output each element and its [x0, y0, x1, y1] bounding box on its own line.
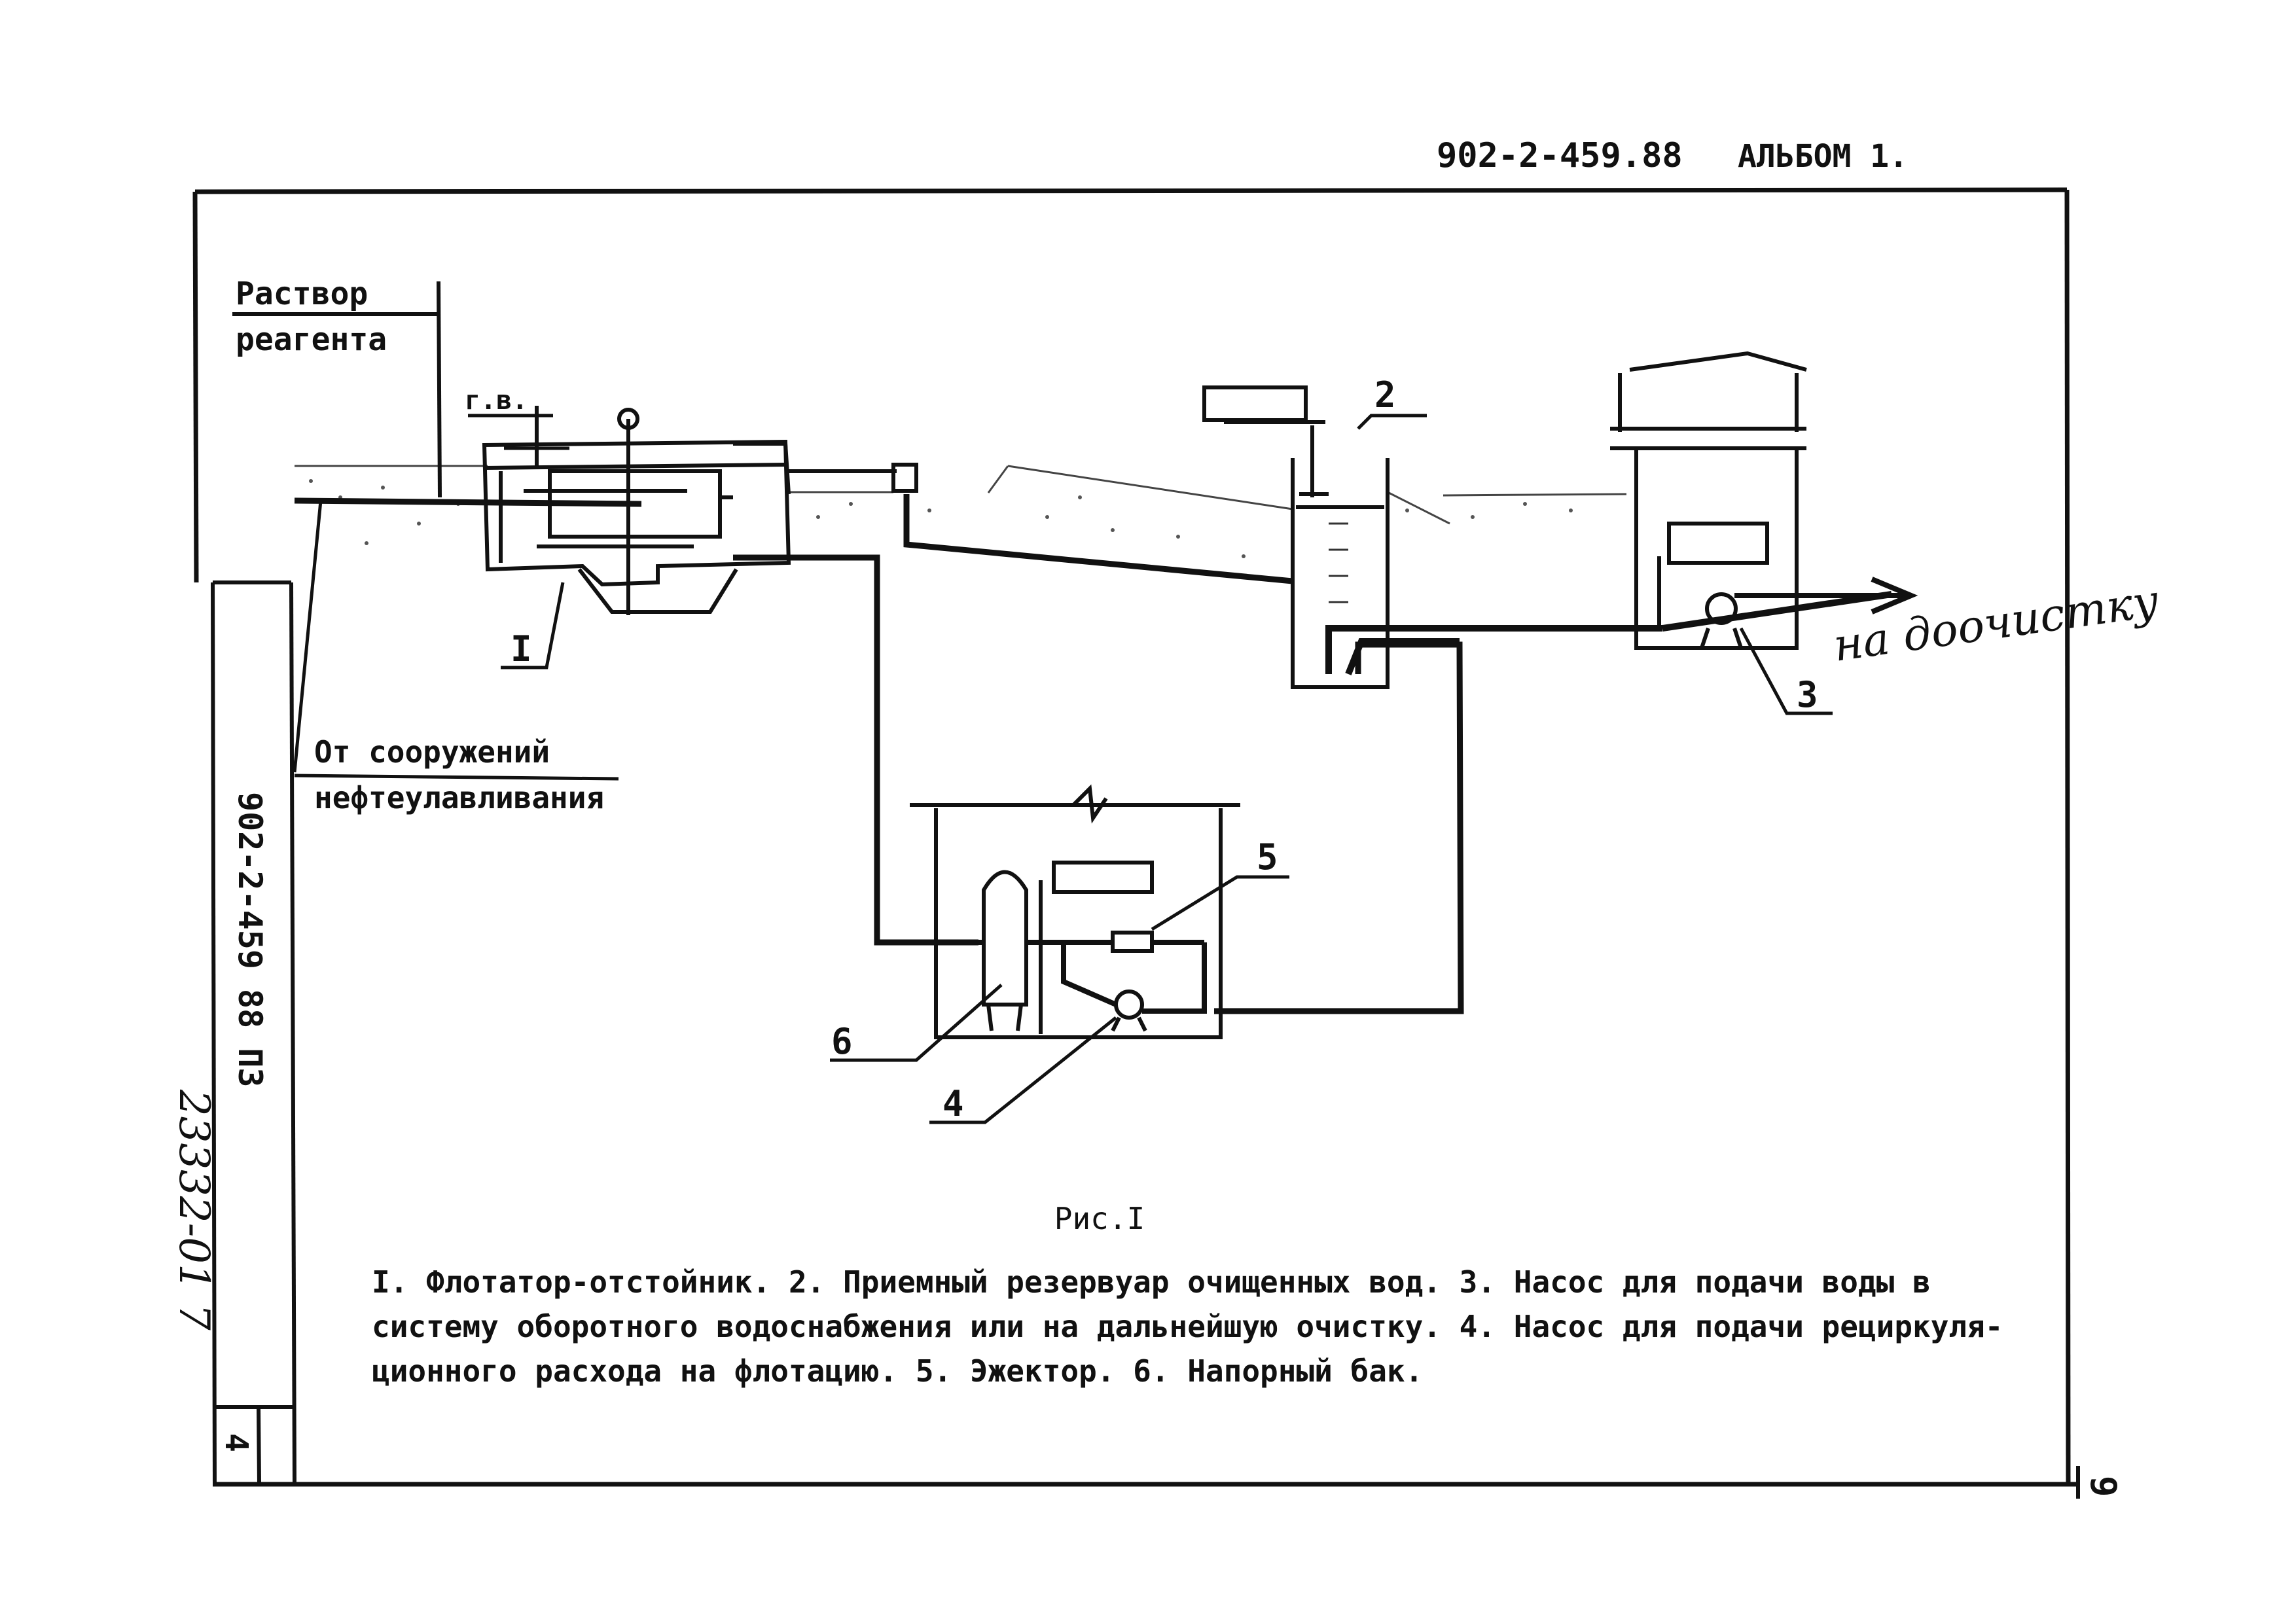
reagent-label-1: Раствор	[236, 276, 368, 312]
callout-leaders	[501, 414, 1833, 1124]
doc-code: 902-2-459.88	[1437, 136, 1683, 175]
outlet-arrow	[1734, 577, 1918, 615]
pressure-tank-6	[982, 870, 1043, 1034]
recirculation-return-pipe	[733, 554, 978, 946]
recirculation-supply-pipe	[1214, 641, 1464, 1014]
discharge-pipe	[1325, 591, 1892, 675]
gv-label: г.в.	[465, 385, 528, 416]
figure-title: Рис.I	[1054, 1201, 1145, 1236]
side-doc-code: 902-2-459 88 ПЗ	[231, 792, 269, 1088]
pump-room-piping	[978, 940, 1207, 1014]
outlet-channel	[733, 442, 918, 495]
to-treatment-label: на доочистку	[1830, 575, 2162, 672]
album-label: АЛЬБОМ 1.	[1738, 138, 1908, 175]
ground-layer	[295, 465, 1627, 558]
clean-water-tank	[1202, 385, 1390, 689]
pump-3	[1700, 592, 1743, 649]
sheet-box-number: 4	[218, 1433, 255, 1452]
caption-line: I. Флотатор-отстойник. 2. Приемный резер…	[372, 1264, 1931, 1300]
ejector-5	[1111, 931, 1154, 953]
inventory-number: 23332-01 7	[170, 1089, 218, 1330]
caption-line: ционного расхода на флотацию. 5. Эжектор…	[372, 1353, 1424, 1389]
effluent-pipe	[903, 494, 1293, 584]
pump-room	[910, 784, 1240, 1039]
reagent-line	[232, 281, 442, 498]
flotator-settler	[482, 406, 791, 615]
pump-house	[1610, 351, 1807, 650]
callout-6: 6	[831, 1021, 853, 1062]
page-number: 9	[2083, 1476, 2124, 1497]
pump-4	[1111, 990, 1147, 1032]
from-label-2: нефтеулавливания	[314, 780, 604, 815]
reagent-label-2: реагента	[236, 321, 387, 358]
from-label-1: От сооружений	[314, 734, 550, 770]
callout-3: 3	[1797, 674, 1818, 715]
inlet-pipe	[294, 497, 642, 507]
side-stamp	[211, 580, 2080, 1499]
caption-line: систему оборотного водоснабжения или на …	[372, 1309, 2003, 1344]
callout-1: I	[511, 628, 532, 669]
callout-4: 4	[942, 1083, 964, 1124]
drawing-frame	[192, 187, 2078, 1487]
callout-5: 5	[1257, 836, 1278, 878]
figure-caption: I. Флотатор-отстойник. 2. Приемный резер…	[372, 1260, 2008, 1393]
callout-2: 2	[1374, 374, 1396, 416]
